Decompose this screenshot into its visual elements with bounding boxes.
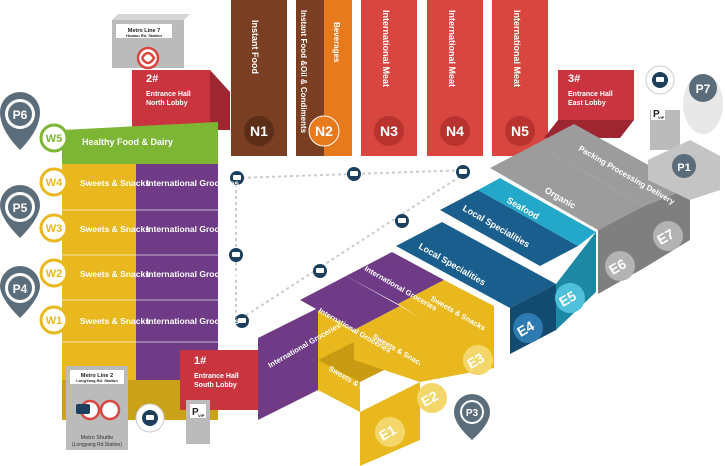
- vip-parking-south: P VIP: [186, 400, 210, 444]
- hall-n2-name: Instant Food &Oil & Condiments: [299, 10, 308, 134]
- entrance-label-line1: Entrance Hall: [194, 373, 239, 380]
- hall-n4-name: International Meat: [447, 10, 457, 87]
- metro-line-7[interactable]: Metro Line 7 Huamu Rd. Station: [112, 14, 190, 70]
- metro-line-2-station: LongYang Rd. Station: [76, 378, 118, 383]
- hall-w2-code: W2: [46, 268, 63, 280]
- entrance-number: 3#: [568, 73, 580, 85]
- parking-p7[interactable]: P7: [650, 74, 723, 150]
- hall-w3[interactable]: W3 Sweets & Snacks International Groceri…: [39, 213, 239, 243]
- hall-e2-code: E2: [418, 387, 441, 410]
- hall-e1[interactable]: International Groceries Sweets & Snacks …: [258, 308, 420, 466]
- parking-p3[interactable]: P3: [454, 394, 490, 440]
- hall-n2-name-b: Beverages: [332, 22, 341, 63]
- entrance-hall-east-lobby[interactable]: 3# Entrance Hall East Lobby: [544, 70, 634, 138]
- parking-p5-label: P5: [13, 201, 28, 215]
- hall-w1-left: Sweets & Snacks: [80, 316, 150, 326]
- hall-n2[interactable]: Instant Food &Oil & Condiments Beverages…: [296, 0, 352, 156]
- vip-label: VIP: [198, 413, 205, 418]
- parking-p6[interactable]: P6: [0, 92, 40, 150]
- metro-shuttle-label: Metro Shuttle: [81, 435, 114, 441]
- hall-w2-left: Sweets & Snacks: [80, 269, 150, 279]
- hall-w1-right: International Groceries: [146, 316, 239, 326]
- entrance-label-line1: Entrance Hall: [146, 91, 191, 98]
- entrance-number: 2#: [146, 73, 158, 85]
- vip-parking-east: P VIP: [651, 106, 665, 120]
- road-diagonal: [235, 169, 471, 323]
- hall-n1[interactable]: Instant Food N1: [231, 0, 287, 156]
- shuttle-stop-icon[interactable]: [313, 264, 327, 278]
- metro-logo-icon: [136, 46, 160, 70]
- hall-w4-code: W4: [46, 177, 63, 189]
- vip-label: VIP: [658, 115, 665, 120]
- shuttle-hub-icon[interactable]: [645, 65, 675, 95]
- hall-n4-code: N4: [446, 123, 464, 139]
- hall-e4-code: E4: [514, 317, 537, 340]
- entrance-label-line2: East Lobby: [568, 100, 606, 107]
- hall-n5[interactable]: International Meat N5: [492, 0, 548, 156]
- parking-p7-label: P7: [696, 82, 711, 96]
- hall-w5[interactable]: W5 Healthy Food & Dairy: [39, 123, 173, 153]
- vip-p-letter: P: [653, 109, 660, 120]
- parking-p4[interactable]: P4: [0, 266, 40, 318]
- shuttle-stop-icon[interactable]: [456, 165, 470, 179]
- hall-n5-code: N5: [511, 123, 529, 139]
- hall-e2[interactable]: International Groceries Sweets & Snacks …: [300, 276, 447, 413]
- shuttle-stops: [229, 165, 470, 328]
- hall-n5-name: International Meat: [512, 10, 522, 87]
- hall-w2-right: International Groceries: [146, 269, 239, 279]
- hall-w1[interactable]: W1 Sweets & Snacks International Groceri…: [39, 305, 239, 335]
- metro-line-2[interactable]: Metro Line 2 LongYang Rd. Station: [66, 366, 128, 450]
- hall-n4[interactable]: International Meat N4: [427, 0, 483, 156]
- hall-w3-code: W3: [46, 223, 63, 235]
- shuttle-stop-icon[interactable]: [235, 314, 249, 328]
- parking-p3-label: P3: [466, 408, 479, 419]
- hall-w4-left: Sweets & Snacks: [80, 178, 150, 188]
- hall-e7-code: E7: [654, 225, 677, 248]
- shuttle-stop-icon[interactable]: [230, 171, 244, 185]
- hall-n3-code: N3: [380, 123, 398, 139]
- shuttle-stop-icon[interactable]: [229, 248, 243, 262]
- hall-w5-code: W5: [46, 133, 63, 145]
- hall-w4-right: International Groceries: [146, 178, 239, 188]
- hall-e6[interactable]: Organic E6: [490, 144, 644, 294]
- metro-line-2-title: Metro Line 2: [81, 373, 113, 379]
- hall-w1-code: W1: [46, 315, 63, 327]
- hall-e1-code: E1: [376, 421, 399, 444]
- parking-p1[interactable]: P1: [648, 140, 720, 200]
- hall-e5-code: E5: [556, 287, 579, 310]
- metro-line-7-station: Huamu Rd. Station: [126, 33, 162, 38]
- entrance-label-line2: South Lobby: [194, 382, 237, 389]
- entrance-hall-north-lobby[interactable]: 2# Entrance Hall North Lobby: [132, 70, 230, 130]
- entrance-label-line2: North Lobby: [146, 100, 188, 107]
- metro-shuttle-station: (Longyang Rd.Station): [72, 442, 122, 448]
- hall-n1-code: N1: [250, 123, 268, 139]
- hall-w4[interactable]: W4 Sweets & Snacks International Groceri…: [39, 167, 239, 197]
- metro-train-icon: [76, 399, 121, 421]
- hall-dividers: [62, 209, 218, 343]
- shuttle-stop-icon[interactable]: [395, 214, 409, 228]
- hall-e3-code: E3: [464, 349, 487, 372]
- hall-w3-right: International Groceries: [146, 224, 239, 234]
- hall-n3[interactable]: International Meat N3: [361, 0, 417, 156]
- entrance-label-line1: Entrance Hall: [568, 91, 613, 98]
- shuttle-stop-icon[interactable]: [347, 167, 361, 181]
- parking-p5[interactable]: P5: [0, 185, 40, 238]
- shuttle-hub-icon[interactable]: [135, 403, 165, 433]
- vip-p-letter: P: [192, 407, 199, 418]
- hall-w3-left: Sweets & Snacks: [80, 224, 150, 234]
- hall-n3-name: International Meat: [381, 10, 391, 87]
- hall-n2-code: N2: [315, 123, 333, 139]
- entrance-number: 1#: [194, 355, 206, 367]
- parking-p4-label: P4: [13, 282, 28, 296]
- metro-line-7-title: Metro Line 7: [128, 28, 160, 34]
- hall-w5-name: Healthy Food & Dairy: [82, 137, 173, 147]
- hall-w2[interactable]: W2 Sweets & Snacks International Groceri…: [39, 258, 239, 288]
- hall-n1-name: Instant Food: [250, 20, 260, 74]
- hall-e5[interactable]: Seafood E5: [478, 178, 596, 330]
- hall-e6-code: E6: [606, 255, 629, 278]
- parking-p6-label: P6: [13, 108, 28, 122]
- parking-p1-label: P1: [677, 162, 690, 174]
